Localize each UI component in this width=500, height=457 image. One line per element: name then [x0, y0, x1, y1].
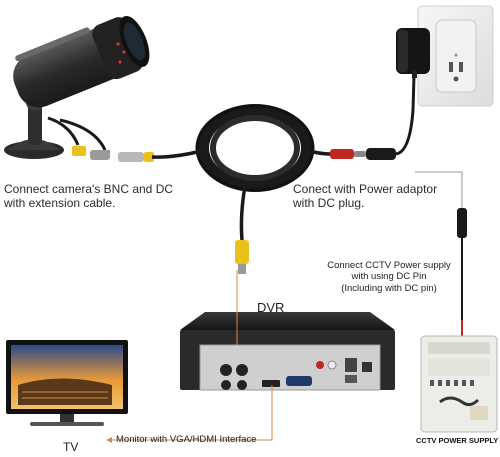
- dc-plug-icon: [330, 74, 416, 160]
- guide-line: [415, 171, 463, 212]
- monitor-interface-caption: Monitor with VGA/HDMI Interface: [116, 434, 257, 445]
- wall-outlet-icon: [417, 5, 494, 107]
- cable-coil-icon: [151, 104, 331, 241]
- power-adaptor-icon: [396, 28, 430, 78]
- bullet-camera-icon: [4, 15, 150, 159]
- power-supply-box-icon: [420, 335, 498, 433]
- bnc-connector-icon: [90, 150, 154, 162]
- dvr-icon: [180, 240, 395, 391]
- psu-connection-caption: Connect CCTV Power supply with using DC …: [327, 260, 451, 294]
- adaptor-connection-caption: Conect with Power adaptor with DC plug.: [293, 182, 438, 211]
- camera-connection-caption: Connect camera's BNC and DC with extensi…: [4, 182, 174, 211]
- power-supply-label: CCTV POWER SUPPLY: [416, 436, 499, 445]
- arrow-icon: [106, 437, 112, 443]
- dvr-label: DVR: [257, 300, 285, 315]
- tv-icon: [6, 340, 128, 426]
- tv-label: TV: [63, 440, 79, 454]
- dc-pin-icon: [457, 208, 467, 336]
